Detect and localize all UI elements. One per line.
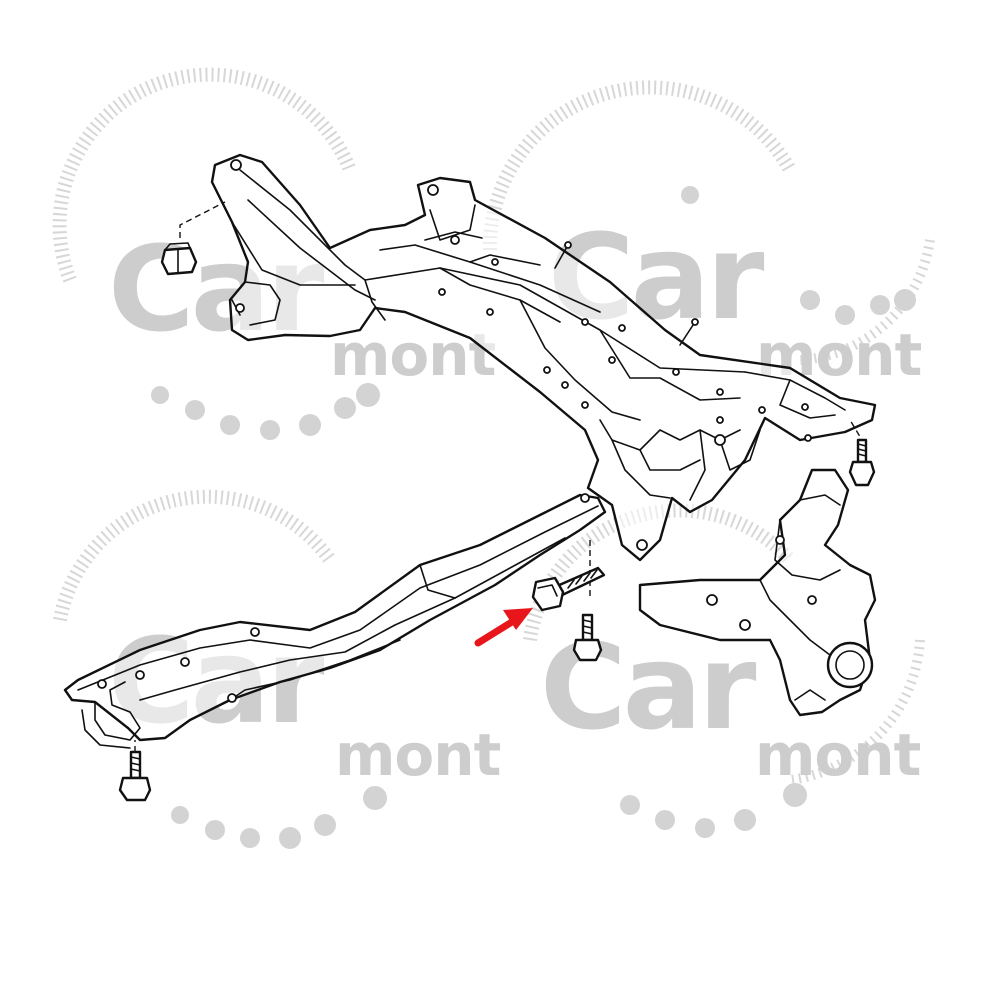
watermark-arc-bottom-right (523, 503, 925, 838)
crossmember-holes (230, 159, 812, 551)
highlight-arrow (474, 608, 533, 647)
rear-brace (63, 493, 607, 749)
nut-top-left (160, 201, 226, 276)
watermark-sub-3: mont (335, 721, 501, 789)
watermark-arc-bottom-left (53, 489, 387, 849)
watermark-layer: Car mont Car mont Car mont Car mont (52, 67, 935, 849)
bolt-bottom-left (118, 740, 152, 802)
watermark-sub-4: mont (755, 721, 921, 789)
long-bolt-highlighted (531, 566, 606, 612)
watermark-arc-top-left (52, 67, 380, 440)
lower-control-arm (638, 468, 877, 717)
bolt-right (848, 419, 876, 487)
bolt-center (572, 613, 603, 662)
crossmember (210, 153, 877, 562)
watermark-arc-top-right (482, 80, 935, 365)
